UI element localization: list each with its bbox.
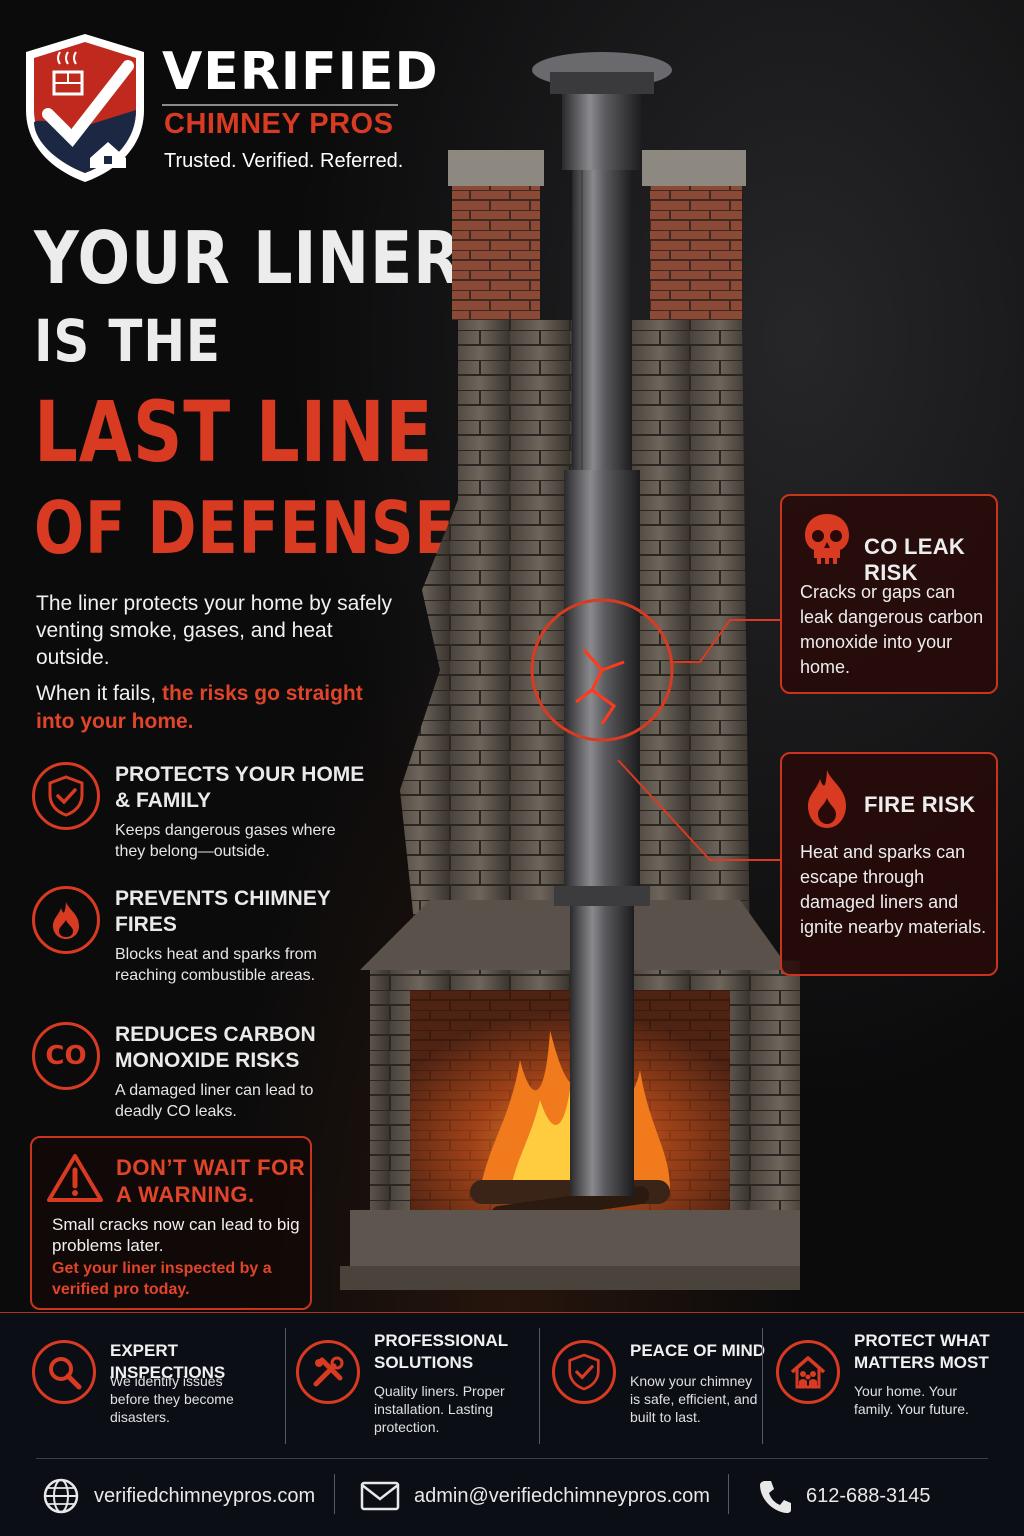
service-title: PROFESSIONAL SOLUTIONS [374,1331,508,1372]
brand-name: VERIFIED [162,42,439,102]
tools-icon [296,1340,360,1404]
feature-title: PROTECTS YOUR HOME & FAMILY [115,763,365,812]
risk-card-fire: FIRE RISK Heat and sparks can escape thr… [780,752,998,976]
warning-title: DON’T WAIT FOR A WARNING. [116,1155,306,1207]
service-title: PROTECT WHAT MATTERS MOST [854,1331,990,1372]
feature-description: Keeps dangerous gases where they belong—… [115,822,336,860]
headline-line-1: YOUR LINER [34,216,462,300]
feature-prevents-fires: PREVENTS CHIMNEY FIRES Blocks heat and s… [32,886,362,1006]
intro-warning-highlight: the risks go straight into your home. [36,682,363,733]
divider [762,1328,763,1444]
divider [334,1474,335,1514]
warning-description: Small cracks now can lead to big problem… [52,1215,300,1255]
brand-subtitle: CHIMNEY PROS [164,108,394,140]
service-description: Your home. Your family. Your future. [854,1383,969,1417]
divider [285,1328,286,1444]
brand-divider [162,104,398,106]
service-title: EXPERT INSPECTIONS [110,1341,226,1382]
risk-title: CO LEAK RISK [864,534,966,585]
email-link[interactable]: admin@verifiedchimneypros.com [414,1484,710,1507]
contact-phone[interactable]: 612-688-3145 [758,1476,931,1516]
service-title: PEACE OF MIND [630,1341,766,1360]
risk-description: Heat and sparks can escape through damag… [800,842,987,937]
divider [539,1328,540,1444]
feature-title: REDUCES CARBON MONOXIDE RISKS [115,1023,316,1072]
risk-title: FIRE RISK [864,792,976,817]
warning-callout: DON’T WAIT FOR A WARNING. Small cracks n… [30,1136,312,1310]
service-description: We identify issues before they become di… [110,1373,234,1425]
services-band [0,1312,1024,1536]
phone-icon [760,1481,791,1513]
intro-warning-paragraph: When it fails, the risks go straight int… [36,680,396,736]
contact-website[interactable]: verifiedchimneypros.com [42,1476,315,1516]
phone-link[interactable]: 612-688-3145 [806,1484,931,1507]
co-icon: CO [32,1022,100,1090]
feature-description: A damaged liner can lead to deadly CO le… [115,1082,314,1120]
chimney-cutaway-illustration [340,52,800,1290]
website-link[interactable]: verifiedchimneypros.com [94,1484,316,1507]
service-peace-of-mind: PEACE OF MIND Know your chimney is safe,… [552,1330,765,1440]
intro-warning-lead: When it fails, [36,682,163,705]
flame-icon [32,886,100,954]
globe-icon [43,1478,79,1514]
service-description: Quality liners. Proper installation. Las… [374,1383,505,1435]
logo-shield-icon [26,34,144,182]
warning-cta: Get your liner inspected by a verified p… [52,1260,272,1298]
contact-email[interactable]: admin@verifiedchimneypros.com [360,1476,710,1516]
contact-divider [36,1458,988,1459]
service-professional-solutions: PROFESSIONAL SOLUTIONS Quality liners. P… [296,1330,532,1440]
feature-reduces-co: CO REDUCES CARBON MONOXIDE RISKS A damag… [32,1022,362,1132]
envelope-icon [360,1481,400,1511]
risk-description: Cracks or gaps can leak dangerous carbon… [800,582,984,677]
headline-line-4: OF DEFENSE. [34,486,479,570]
divider [728,1474,729,1514]
warning-triangle-icon [47,1154,103,1202]
brand-tagline: Trusted. Verified. Referred. [164,150,404,172]
service-protect-what-matters: PROTECT WHAT MATTERS MOST Your home. You… [776,1330,1006,1440]
feature-description: Blocks heat and sparks from reaching com… [115,946,317,984]
skull-icon [805,514,849,564]
service-expert-inspections: EXPERT INSPECTIONS We identify issues be… [32,1330,282,1440]
flame-icon [808,770,846,828]
intro-paragraph: The liner protects your home by safely v… [36,592,392,669]
feature-title: PREVENTS CHIMNEY FIRES [115,887,331,936]
shield-check-icon [552,1340,616,1404]
shield-check-icon [32,762,100,830]
headline-line-2: IS THE [34,307,221,375]
headline-line-3: LAST LINE [34,383,434,481]
feature-protects-home: PROTECTS YOUR HOME & FAMILY Keeps danger… [32,762,364,872]
risk-card-co-leak: CO LEAK RISK Cracks or gaps can leak dan… [780,494,998,694]
service-description: Know your chimney is safe, efficient, an… [630,1373,758,1425]
house-family-icon [776,1340,840,1404]
magnifier-icon [32,1340,96,1404]
